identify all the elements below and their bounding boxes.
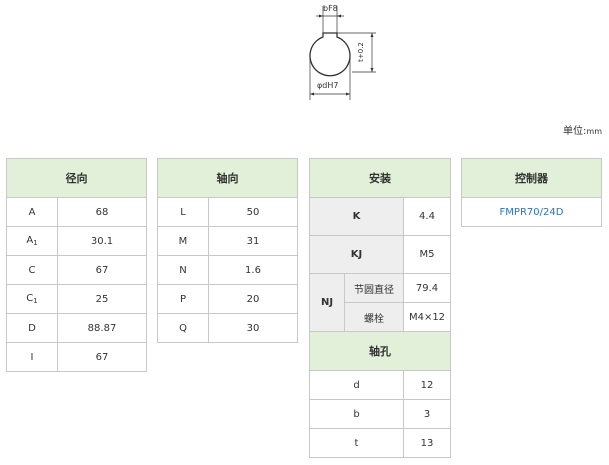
table-row: d 12 <box>309 370 451 400</box>
table-row: A 68 <box>6 197 147 227</box>
mount-title: 安装 <box>309 158 451 198</box>
controller-link[interactable]: FMPR70/24D <box>461 197 602 227</box>
radial-table: 径向 A 68 A1 30.1 C 67 C1 25 D 88.87 I 67 <box>6 158 147 372</box>
keyway-diagram: bF8 t+0.2 φdH7 <box>309 4 376 100</box>
table-row: FMPR70/24D <box>461 197 602 227</box>
axial-table: 轴向 L 50 M 31 N 1.6 P 20 Q 30 <box>157 158 298 343</box>
mount-table: 安装 K 4.4 KJ M5 NJ 节圆直径 79.4 螺栓 M4×12 轴孔 … <box>309 158 451 458</box>
controller-title: 控制器 <box>461 158 602 198</box>
table-row: NJ 节圆直径 79.4 <box>309 273 451 332</box>
table-row: C 67 <box>6 255 147 285</box>
unit-note: 单位:mm <box>563 126 602 137</box>
table-row: K 4.4 <box>309 197 451 236</box>
table-row: M 31 <box>157 226 298 256</box>
table-row: C1 25 <box>6 284 147 314</box>
table-row: I 67 <box>6 342 147 372</box>
controller-table: 控制器 FMPR70/24D <box>461 158 602 227</box>
table-row: L 50 <box>157 197 298 227</box>
radial-title: 径向 <box>6 158 147 198</box>
table-row: P 20 <box>157 284 298 314</box>
diagram-label-t: t+0.2 <box>357 42 365 62</box>
table-row: b 3 <box>309 399 451 429</box>
table-row: Q 30 <box>157 313 298 343</box>
table-row: KJ M5 <box>309 235 451 274</box>
axial-title: 轴向 <box>157 158 298 198</box>
table-row: N 1.6 <box>157 255 298 285</box>
diagram-label-d: φdH7 <box>317 81 338 90</box>
table-row: t 13 <box>309 428 451 458</box>
shaft-hole-title: 轴孔 <box>309 331 451 371</box>
table-row: D 88.87 <box>6 313 147 343</box>
table-row: A1 30.1 <box>6 226 147 256</box>
diagram-label-b: bF8 <box>323 4 338 13</box>
